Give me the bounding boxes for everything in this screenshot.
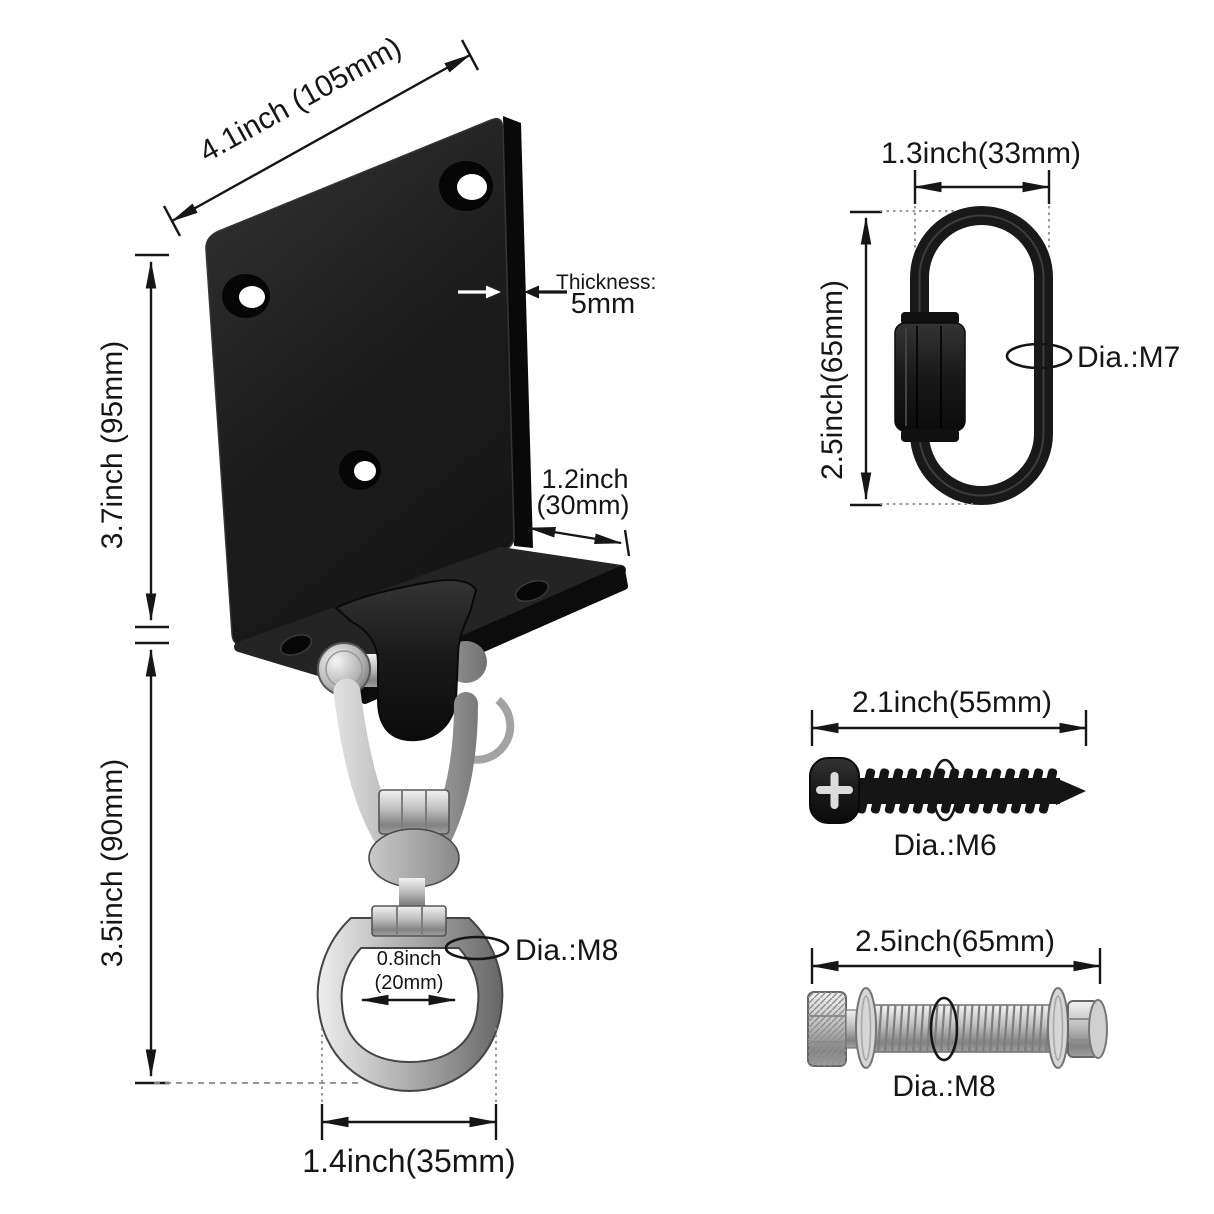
link-height-label: 2.5inch(65mm) [816,280,849,480]
dim-drop-height: 3.5inch (90mm) [96,641,358,1085]
plate-hole-center [339,450,381,490]
quick-link-figure: 1.3inch(33mm) 2.5inch(65mm) Dia.:M7 [816,137,1180,507]
dia-ellipse-swivel [444,935,510,961]
bolt-head [807,991,863,1067]
bolt-nut [1067,999,1108,1059]
thickness-arrow-black [524,285,567,299]
swivel-assembly [316,579,515,1093]
plate-hole-top [439,161,493,211]
lag-screw-figure: 2.1inch(55mm) [809,686,1088,862]
dim-link-width: 1.3inch(33mm) [881,137,1081,248]
flange-hole-left [279,634,313,656]
link-diameter-label: Dia.:M7 [1077,341,1180,374]
thickness-title: Thickness: [556,271,656,294]
plate-side-face [503,116,533,548]
screw-shaft [856,768,1086,814]
bolt-washer-left [855,987,877,1069]
dim-eye-inner-width: 0.8inch (20mm) [360,948,457,1006]
bolt-diameter-label: Dia.:M8 [892,1070,995,1103]
dia-ellipse-link [1005,342,1073,370]
bolt-length-label: 2.5inch(65mm) [855,925,1055,958]
saddle-clamp [334,579,478,742]
eye-inner-label-line2: (20mm) [375,972,444,994]
screw-length-label: 2.1inch(55mm) [852,686,1052,719]
thickness-arrow-white [458,285,501,299]
flange-hole-right [514,579,550,603]
dim-flange-depth: 1.2inch (30mm) [527,464,631,557]
plate-width-label: 4.1inch (105mm) [194,31,407,169]
thickness-value: 5mm [571,288,635,320]
quick-link-sleeve [894,312,966,442]
dia-ellipse-bolt [929,996,959,1062]
link-width-label: 1.3inch(33mm) [881,137,1081,170]
phillips-cross-icon [816,772,853,809]
dim-swivel-dia: Dia.:M8 [444,934,618,967]
eye-inner-label-line1: 0.8inch [377,948,442,970]
hex-bolt-figure: 2.5inch(65mm) Dia.:M8 [807,925,1108,1103]
swivel-top-nut [378,789,450,835]
screw-head [809,757,860,824]
dim-link-dia: Dia.:M7 [1005,341,1180,374]
swivel-neck [399,878,425,910]
plate-height-label: 3.7inch (95mm) [96,341,129,549]
swivel-eye [316,917,504,1093]
plate-hole-left [222,274,270,318]
drop-height-label: 3.5inch (90mm) [96,759,129,967]
dia-ellipse-screw [931,758,959,822]
dim-screw-length: 2.1inch(55mm) [810,686,1088,746]
dim-plate-height: 3.7inch (95mm) [96,253,169,629]
screw-tip [1056,778,1086,805]
swing-hanger-figure: 4.1inch (105mm) 3.7inch (95mm) 3.5inch (… [96,31,656,1179]
dim-thickness: Thickness: 5mm [458,271,656,320]
flange-depth-label-line2: (30mm) [537,490,630,520]
swivel-diameter-label: Dia.:M8 [515,934,618,967]
bolt-shaft-threads [862,1005,1056,1052]
dim-eye-outer-width: 1.4inch(35mm) [302,1028,516,1179]
bolt-nut-collar [1088,999,1108,1059]
screw-diameter-label: Dia.:M6 [893,829,996,862]
eye-outer-width-label: 1.4inch(35mm) [302,1143,515,1179]
flange-depth-label-line1: 1.2inch [541,464,628,494]
swivel-lower-nut [371,905,447,937]
bolt-washer-right [1047,987,1069,1069]
dim-link-height: 2.5inch(65mm) [816,210,973,507]
dim-bolt-length: 2.5inch(65mm) [810,925,1102,984]
